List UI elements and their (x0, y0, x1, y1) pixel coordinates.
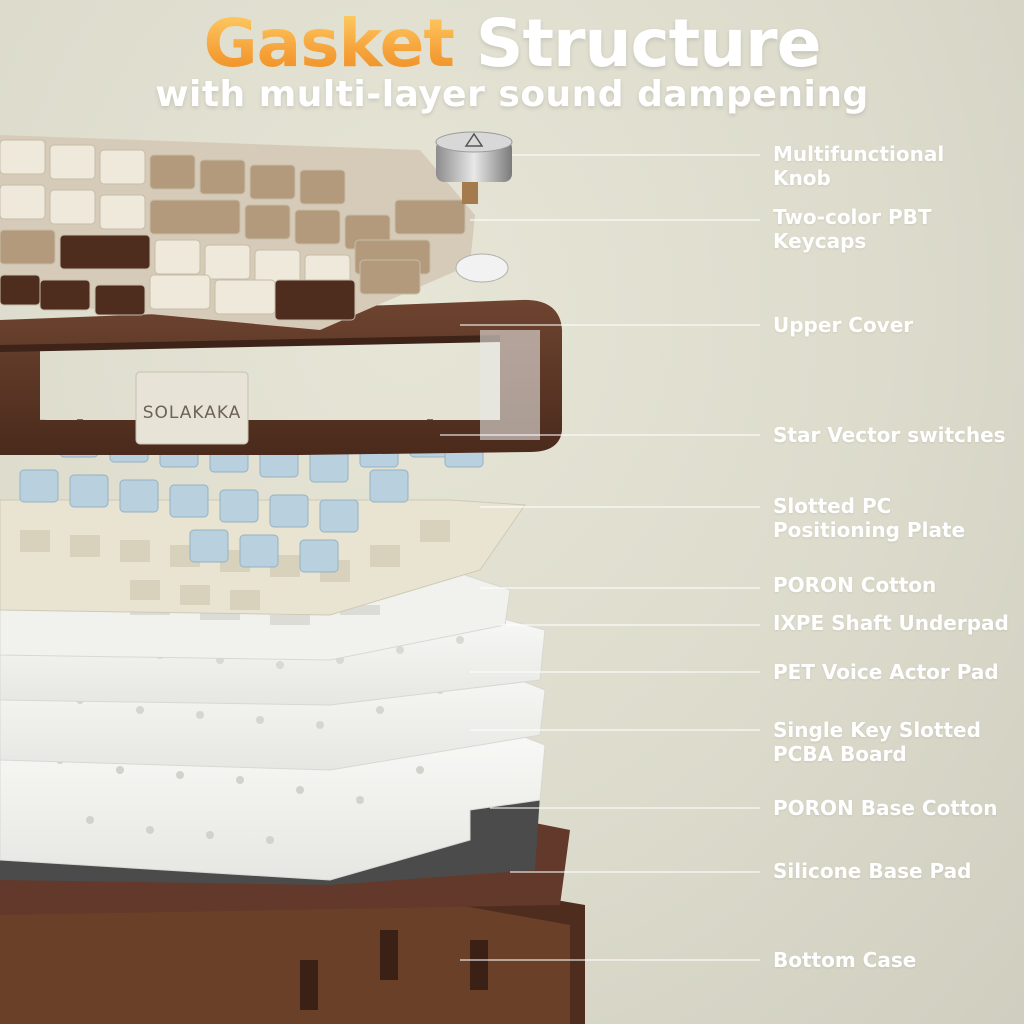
layer-label-keycaps: Two-color PBT Keycaps (773, 205, 1018, 253)
title-rest: Structure (475, 5, 822, 82)
leader-lines (440, 154, 760, 961)
layer-label-line: Single Key Slotted (773, 718, 981, 742)
page-title: Gasket Structure (0, 8, 1024, 80)
upper-cover: SOLAKAKA (0, 299, 562, 455)
layer-label-line: PET Voice Actor Pad (773, 660, 999, 684)
layer-label-knob: Multifunctional Knob (773, 142, 1018, 190)
layer-label-ixpe-underpad: IXPE Shaft Underpad (773, 611, 1018, 635)
layer-label-pcba-board: Single Key Slotted PCBA Board (773, 718, 1018, 766)
title-accent: Gasket (203, 5, 454, 82)
layer-label-switches: Star Vector switches (773, 423, 1018, 447)
layer-label-line: Multifunctional (773, 142, 945, 166)
layer-label-line: Silicone Base Pad (773, 859, 972, 883)
layer-label-line: Star Vector switches (773, 423, 1006, 447)
layer-label-line: Knob (773, 166, 831, 190)
layer-label-line: Slotted PC (773, 494, 892, 518)
knob (435, 131, 513, 283)
layer-label-upper-cover: Upper Cover (773, 313, 1018, 337)
layer-label-line: Bottom Case (773, 948, 917, 972)
layer-label-silicone-base-pad: Silicone Base Pad (773, 859, 1018, 883)
layer-label-line: PCBA Board (773, 742, 907, 766)
layer-label-pet-pad: PET Voice Actor Pad (773, 660, 1018, 684)
layer-label-line: Keycaps (773, 229, 867, 253)
layer-label-poron-base-cotton: PORON Base Cotton (773, 796, 1018, 820)
brand-badge: SOLAKAKA (143, 403, 242, 423)
layer-label-line: PORON Cotton (773, 573, 937, 597)
layer-label-line: IXPE Shaft Underpad (773, 611, 1009, 635)
keycaps (0, 135, 475, 330)
switches (9, 414, 484, 573)
layer-label-poron-cotton: PORON Cotton (773, 573, 1018, 597)
keyboard-exploded-view: SOLAKAKA (0, 131, 760, 1024)
layer-label-positioning-plate: Slotted PC Positioning Plate (773, 494, 1018, 542)
bottom-case (0, 880, 585, 1024)
layer-label-line: PORON Base Cotton (773, 796, 998, 820)
layer-label-line: Upper Cover (773, 313, 914, 337)
layer-label-bottom-case: Bottom Case (773, 948, 1018, 972)
page-subtitle: with multi-layer sound dampening (155, 74, 869, 115)
layer-label-line: Positioning Plate (773, 518, 966, 542)
layer-label-line: Two-color PBT (773, 205, 932, 229)
